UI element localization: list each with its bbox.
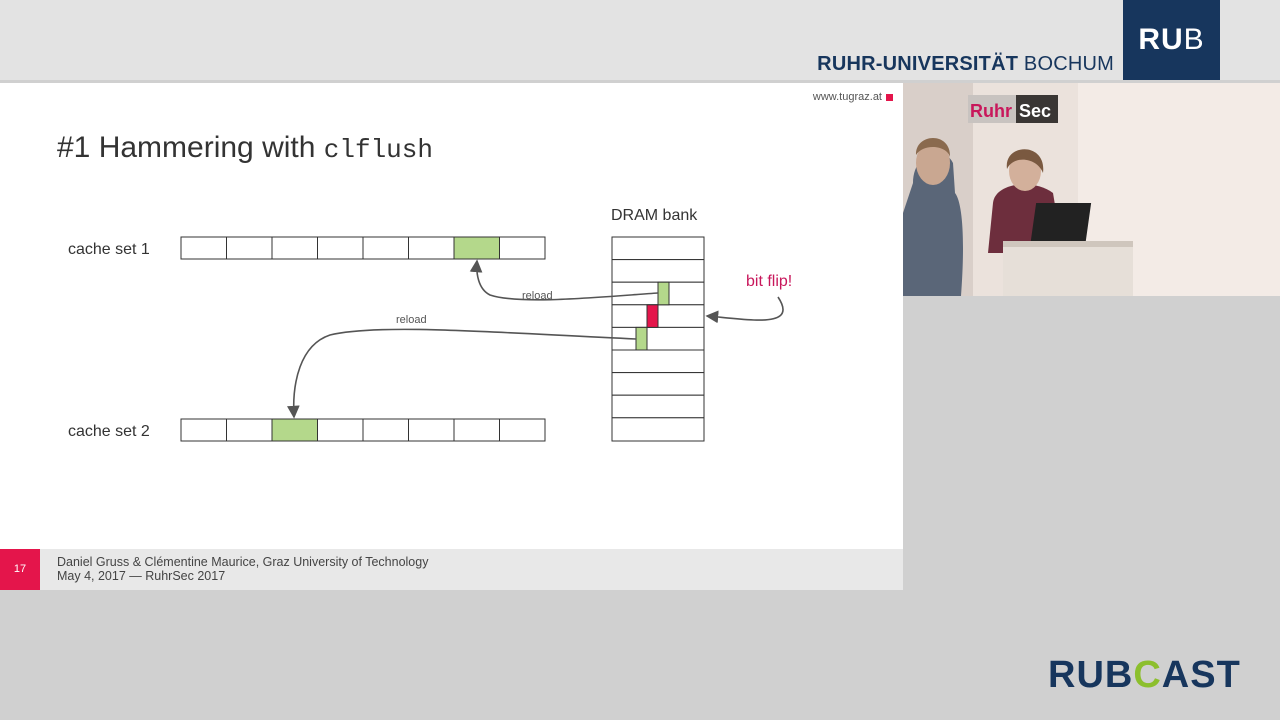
rub-logo: RUB (1123, 0, 1220, 80)
ruhrsec-banner-left: Ruhr (970, 101, 1012, 121)
reload-arrow-1 (469, 259, 659, 301)
slide-url: www.tugraz.at (813, 91, 893, 103)
cache-set-2 (180, 418, 546, 442)
presentation-slide: www.tugraz.at #1 Hammering with clflush … (0, 83, 903, 549)
footer-authors: Daniel Gruss & Clémentine Maurice, Graz … (57, 555, 429, 569)
bit-flip-arrow (705, 296, 784, 324)
tugraz-square-icon (886, 93, 893, 101)
university-name: RUHR-UNIVERSITÄT BOCHUM (817, 53, 1114, 75)
ruhrsec-banner-right: Sec (1019, 101, 1051, 121)
victim-row-bit-flip (646, 304, 659, 328)
dram-bank (611, 236, 705, 442)
page-number: 17 (0, 549, 40, 590)
hammering-diagram: cache set 1 cache set 2 DRAM bank (68, 207, 792, 442)
footer-date: May 4, 2017 — RuhrSec 2017 (57, 569, 226, 583)
bit-flip-label: bit flip! (746, 273, 792, 290)
rubcast-logo: RUBCAST (1048, 654, 1241, 696)
reload-label-1: reload (522, 290, 553, 302)
aggressor-row-2 (635, 326, 648, 351)
reload-label-2: reload (396, 314, 427, 326)
rub-header-bar: RUHR-UNIVERSITÄT BOCHUM RUB (0, 0, 1280, 80)
cache-set-1-hit-line (453, 236, 500, 260)
cache-set-2-label: cache set 2 (68, 423, 150, 440)
slide-title: #1 Hammering with clflush (57, 131, 433, 165)
slide-footer: 17 Daniel Gruss & Clémentine Maurice, Gr… (0, 549, 903, 590)
cache-set-1 (180, 236, 546, 260)
dram-bank-label: DRAM bank (611, 207, 698, 224)
aggressor-row-1 (657, 281, 670, 306)
cache-set-1-label: cache set 1 (68, 241, 150, 258)
cache-set-2-hit-line (271, 418, 318, 442)
speaker-video-frame: Ruhr Sec (903, 83, 1280, 296)
reload-arrow-2 (286, 328, 637, 419)
speaker-video: Ruhr Sec (903, 83, 1280, 296)
